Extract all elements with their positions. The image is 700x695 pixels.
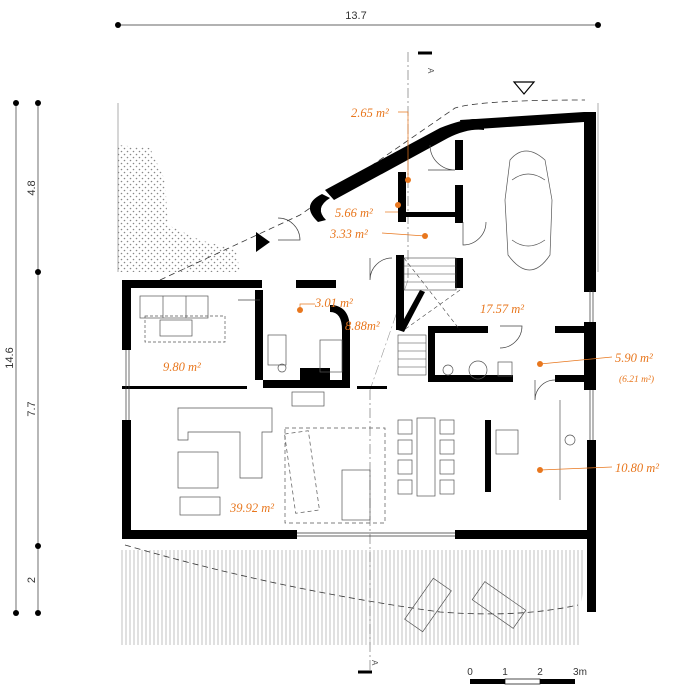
area-leader-line [398,111,409,180]
room-area-label: 9.80 m² [163,360,201,374]
roof-outline-top [159,99,586,281]
room-area-label: 3.33 m² [329,227,368,241]
car [504,150,553,271]
area-marker-dot [395,202,401,208]
room-area-sublabel: (6.21 m²) [619,374,654,385]
room-area-label: 17.57 m² [480,302,524,316]
room-area-label: 10.80 m² [615,461,659,475]
scale-tick-0: 0 [467,667,473,678]
dimension-top-height-label: 4.8 [26,180,38,195]
section-label-top: A [426,68,435,74]
sofa [139,295,209,319]
dimension-middle-height-label: 7.7 [26,401,38,416]
room-area-label: 2.65 m² [351,106,389,120]
area-marker-dot [537,467,543,473]
staircase [397,257,461,376]
fireplace [291,391,325,407]
area-leader-line [381,232,426,237]
dimension-total-height-label: 14.6 [4,347,16,368]
doors [238,144,556,401]
area-leader-line [539,466,613,471]
scale-bar: 0 1 2 3m [467,667,587,685]
terrace [120,550,585,645]
scale-tick-1: 1 [502,667,508,678]
room-area-label: 5.66 m² [335,206,373,220]
dimension-bottom-height-label: 2 [26,577,38,583]
roof-outline-bottom [124,544,579,615]
scale-tick-2: 2 [537,667,543,678]
area-leader-line [539,356,613,365]
room-area-label: 8.88m² [345,319,380,333]
room-area-labels: 2.65 m² 5.66 m² 3.33 m² 3.01 m² 8.88m² 9.80 m… [163,106,659,515]
area-marker-dot [297,307,303,313]
dimension-left-total: 14.6 [4,100,19,616]
walls [122,112,596,612]
room-area-label: 3.01 m² [314,296,353,310]
area-marker-dot [405,177,411,183]
north-marker-icon [512,81,536,95]
dimension-top-label: 13.7 [345,10,366,22]
scale-tick-3: 3m [573,667,587,678]
planting-area [118,145,240,272]
dimension-top: 13.7 [115,10,601,28]
area-marker-dot [537,361,543,367]
entrance-arrow-icon [256,232,270,252]
section-label-bottom: A [370,660,379,666]
windows [125,290,594,537]
room-area-label: 39.92 m² [229,501,274,515]
area-marker-dot [422,233,428,239]
room-area-label: 5.90 m² [615,351,653,365]
side-table [159,319,193,337]
furniture [139,150,576,633]
dimension-left-segments: 4.8 7.7 2 [26,100,41,616]
